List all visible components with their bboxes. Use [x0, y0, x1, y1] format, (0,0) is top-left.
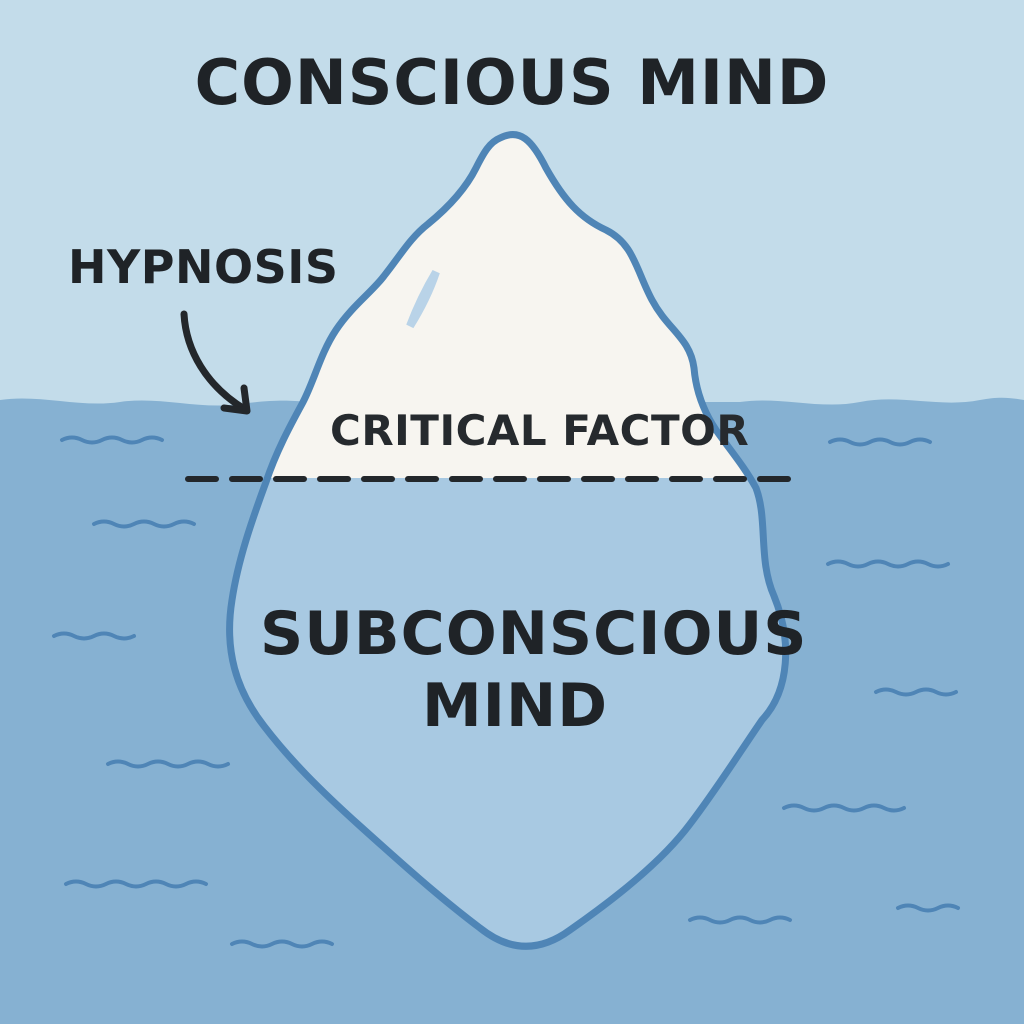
subconscious-line2: MIND [421, 671, 609, 741]
water-waves [52, 435, 960, 949]
iceberg [226, 131, 790, 950]
wave-icon [874, 687, 958, 697]
hypnosis-label: HYPNOSIS [68, 240, 339, 294]
wave-icon [106, 759, 230, 769]
critical-factor-label: CRITICAL FACTOR [330, 406, 750, 455]
wave-icon [826, 559, 950, 569]
wave-icon [64, 879, 208, 889]
ice-highlight [406, 269, 440, 329]
wave-icon [230, 939, 334, 949]
wave-icon [92, 519, 196, 529]
wave-icon [60, 435, 164, 445]
wave-icon [52, 631, 136, 641]
conscious-mind-label: CONSCIOUS MIND [194, 46, 830, 119]
iceberg-shape [267, 134, 751, 478]
iceberg-outline [226, 131, 790, 950]
arrow-icon [180, 310, 251, 415]
subconscious-line1: SUBCONSCIOUS [260, 599, 808, 669]
subconscious-mind-label: SUBCONSCIOUS MIND [260, 598, 808, 742]
wave-icon [828, 437, 932, 447]
wave-icon [782, 803, 906, 813]
wave-icon [688, 915, 792, 925]
wave-icon [896, 903, 960, 913]
